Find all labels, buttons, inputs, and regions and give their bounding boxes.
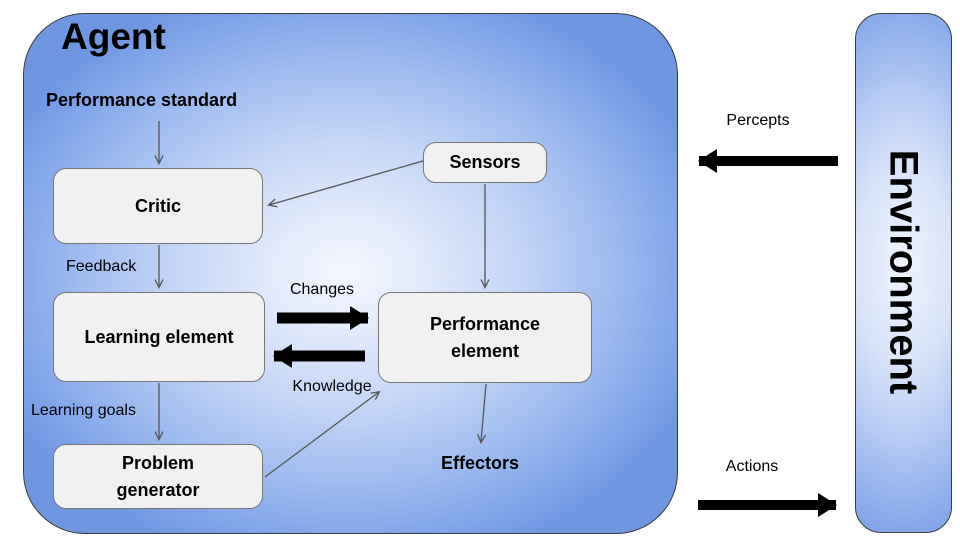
performance-standard-label: Performance standard [46,90,238,110]
knowledge-edge-label: Knowledge [292,378,372,395]
arrow-performance-element-to-effectors [481,383,487,442]
arrow-problem-generator-to-performance-element [264,392,379,478]
actions-edge-label: Actions [725,458,779,475]
critic-node: Critic [53,168,263,244]
learning-goals-edge-label: Learning goals [31,402,136,419]
learning-element-node: Learning element [53,292,265,382]
environment-container [855,13,952,533]
effectors-label: Effectors [440,453,520,473]
agent-title: Agent [61,16,166,57]
changes-edge-label: Changes [289,281,355,298]
feedback-edge-label: Feedback [66,258,137,275]
problem-generator-node: Problem generator [53,444,263,509]
sensors-node: Sensors [423,142,547,183]
percepts-edge-label: Percepts [726,112,790,129]
arrow-sensors-to-critic [269,160,424,205]
performance-element-node: Performance element [378,292,592,383]
